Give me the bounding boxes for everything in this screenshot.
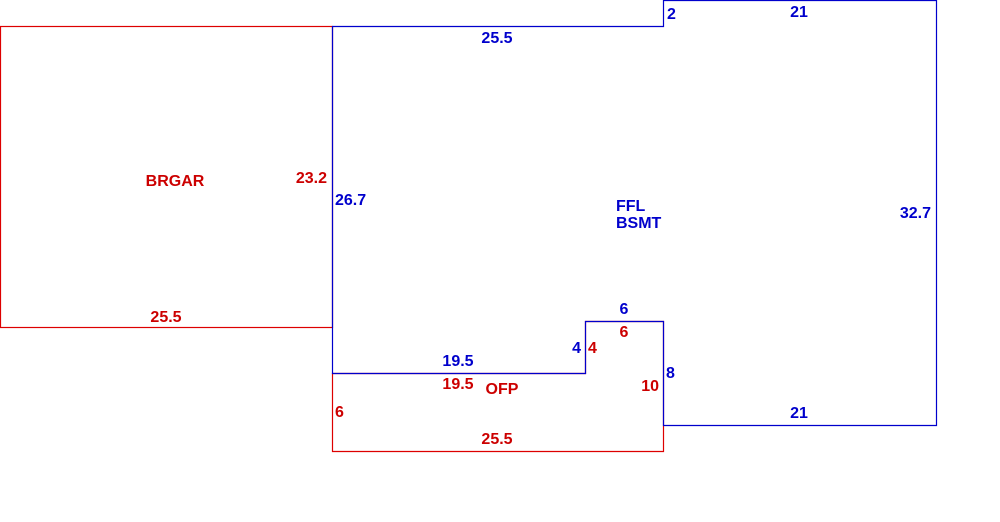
- brgar-dim-bottom: 25.5: [150, 309, 181, 326]
- main-label-line2: BSMT: [616, 215, 662, 232]
- main-outline: [331, 0, 938, 427]
- main-dim-notch-top: 6: [620, 301, 629, 318]
- ofp-dim-notch-top: 6: [620, 324, 629, 341]
- main-dim-top-left: 25.5: [481, 30, 512, 47]
- main-dim-right: 32.7: [900, 205, 931, 222]
- ofp-dim-right: 10: [641, 378, 659, 395]
- main-dim-left: 26.7: [335, 192, 366, 209]
- main-dim-top-right: 21: [790, 4, 808, 21]
- ofp-dim-top-left: 19.5: [442, 376, 473, 393]
- main-dim-notch-right: 8: [666, 365, 675, 382]
- brgar-dim-right: 23.2: [296, 170, 327, 187]
- main-dim-notch-left: 4: [572, 340, 581, 357]
- main-dim-bottom-left: 19.5: [442, 353, 473, 370]
- ofp-label: OFP: [486, 381, 519, 398]
- ofp-dim-bottom: 25.5: [481, 431, 512, 448]
- main-dim-bottom-right: 21: [790, 405, 808, 422]
- main-label-line1: FFL: [616, 198, 646, 215]
- ofp-dim-notch-left: 4: [588, 340, 597, 357]
- ofp-dim-left: 6: [335, 404, 344, 421]
- main-dim-top-step: 2: [667, 6, 676, 23]
- brgar-label: BRGAR: [146, 173, 205, 190]
